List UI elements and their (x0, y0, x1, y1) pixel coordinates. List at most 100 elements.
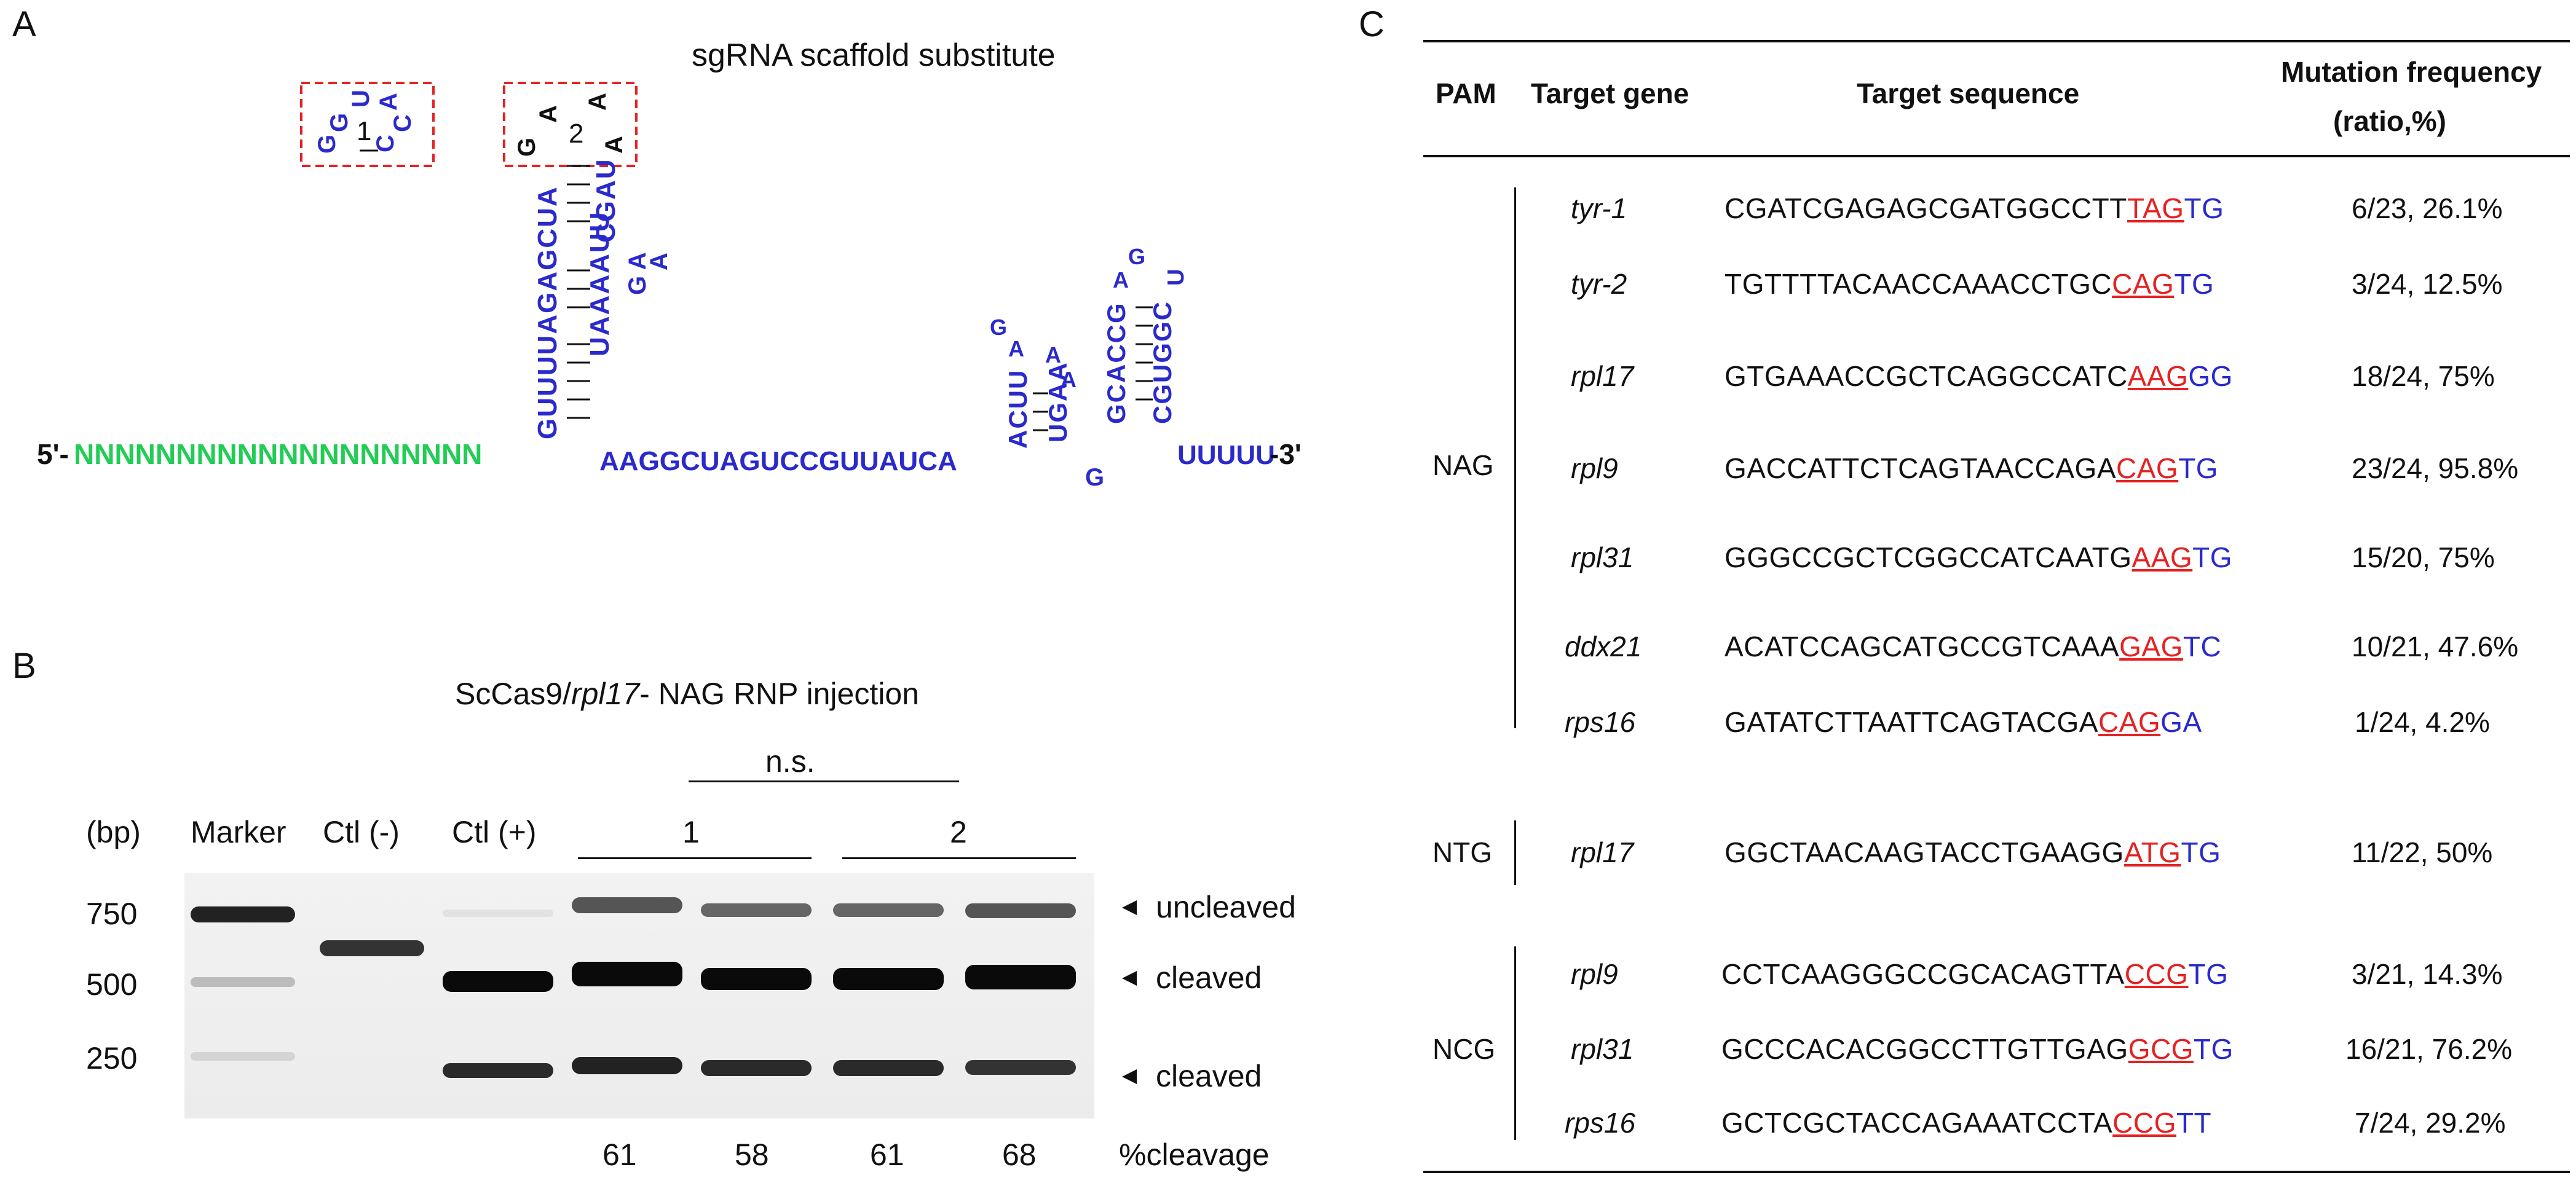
size-tick-500: 500 (86, 967, 138, 1002)
header-target-gene: Target gene (1531, 77, 1689, 109)
table-row-sequence: GGCTAACAAGTACCTGAAGGATGTG (1725, 836, 2221, 868)
header-mutation-frequency: Mutation frequency (2281, 56, 2542, 88)
table-row-gene: rps16 (1565, 1107, 1636, 1139)
bp-label: (bp) (86, 815, 141, 849)
cleavage-value-4: 68 (1002, 1138, 1037, 1172)
table-row-gene: tyr-1 (1571, 192, 1627, 224)
table-row-frequency: 11/22, 50% (2352, 836, 2493, 868)
s1-band-low (572, 1057, 682, 1074)
cleavage-value-2: 58 (735, 1138, 769, 1172)
cleavage-label: %cleavage (1119, 1138, 1270, 1172)
sgrna-structure: G G U A C C 1 G A A A 2 GUUUUAGAGCUA UAA… (37, 82, 1302, 491)
gel-image (184, 873, 1094, 1118)
sgrna-title: sgRNA scaffold substitute (692, 37, 1056, 73)
table-row-gene: rpl17 (1571, 836, 1634, 868)
table-row-gene: rpl31 (1571, 541, 1634, 573)
group-bracket-ntg (1514, 820, 1516, 885)
svg-text:GCACCG: GCACCG (1102, 302, 1131, 424)
lane-label-marker: Marker (191, 815, 286, 849)
band-label-cleaved-1: cleaved (1156, 961, 1262, 995)
group-label-nag: NAG (1432, 449, 1494, 481)
gel-title: ScCas9/rpl17- NAG RNP injection (455, 676, 919, 712)
table-row-frequency: 3/21, 14.3% (2352, 958, 2503, 990)
ctl-pos-band-mid (443, 971, 553, 992)
table-header-rule (1423, 155, 2570, 157)
table-top-rule (1423, 40, 2570, 42)
lane-label-ctl-pos: Ctl (+) (452, 815, 537, 849)
band-label-uncleaved: uncleaved (1156, 890, 1296, 924)
svg-text:UAAAAUU: UAAAAUU (585, 211, 615, 356)
s1-band-top (572, 897, 682, 913)
panel-letter-b: B (12, 646, 36, 686)
table-row-sequence: GACCATTCTCAGTAACCAGACAGTG (1725, 452, 2219, 484)
svg-text:A: A (601, 136, 628, 154)
svg-text:A: A (1061, 367, 1077, 392)
table-row-sequence: ACATCCAGCATGCCGTCAAAGAGTC (1725, 631, 2222, 662)
table-row-frequency: 10/21, 47.6% (2352, 631, 2519, 662)
group-bracket-ncg (1514, 946, 1516, 1140)
svg-text:A: A (1008, 336, 1024, 361)
svg-text:G: G (1128, 244, 1145, 269)
group-bracket-nag (1514, 187, 1516, 728)
arrow-cleaved-1 (1122, 971, 1137, 986)
five-prime-label: 5'- (37, 438, 69, 470)
table-row-gene: rpl9 (1571, 452, 1618, 484)
svg-text:A: A (646, 253, 673, 270)
lane-label-ctl-neg: Ctl (-) (323, 815, 400, 849)
table-row-frequency: 3/24, 12.5% (2352, 268, 2503, 300)
group-label-ntg: NTG (1432, 836, 1493, 868)
group-bar-1 (578, 857, 812, 859)
svg-text:G: G (990, 315, 1007, 340)
marker-band-500 (191, 977, 295, 987)
svg-text:G: G (1085, 464, 1104, 491)
table-row-sequence: GCTCGCTACCAGAAATCCTACCGTT (1721, 1107, 2212, 1139)
svg-text:C: C (389, 114, 416, 132)
ctl-neg-band (320, 940, 424, 956)
table-row-sequence: CCTCAAGGGCCGCACAGTTACCGTG (1721, 958, 2229, 990)
table-row-frequency: 15/20, 75% (2352, 541, 2495, 573)
size-tick-250: 250 (86, 1041, 138, 1075)
svg-text:A: A (584, 93, 611, 111)
loop-1-number: 1 (357, 116, 371, 146)
table-row-frequency: 7/24, 29.2% (2355, 1107, 2506, 1139)
svg-text:A: A (1113, 267, 1129, 293)
group-label-1: 1 (682, 815, 700, 849)
table-row-sequence: CGATCGAGAGCGATGGCCTTTAGTG (1725, 192, 2224, 224)
svg-text:A: A (1045, 342, 1061, 368)
svg-text:A: A (535, 105, 562, 123)
s3-band-mid (833, 968, 944, 990)
svg-text:U: U (1163, 269, 1189, 286)
header-pam: PAM (1436, 77, 1496, 109)
group-label-2: 2 (950, 815, 967, 849)
s4-band-mid (965, 965, 1076, 989)
gel-title-suffix: - NAG RNP injection (639, 677, 919, 711)
svg-text:G: G (513, 138, 540, 157)
panel-letter-a: A (12, 4, 36, 44)
ctl-pos-band-low (443, 1063, 553, 1078)
s3-band-low (833, 1060, 944, 1076)
band-label-cleaved-2: cleaved (1156, 1059, 1262, 1093)
table-row-gene: ddx21 (1565, 631, 1642, 662)
table-row-gene: rpl31 (1571, 1033, 1634, 1065)
table-row-sequence: GGGCCGCTCGGCCATCAATGAAGTG (1725, 541, 2233, 573)
linker-sequence: AAGGCUAGUCCGUUAUCA (599, 446, 957, 476)
s2-band-low (701, 1060, 812, 1076)
header-ratio: (ratio,%) (2333, 105, 2446, 137)
three-prime-label: -3' (1270, 438, 1302, 470)
header-target-sequence: Target sequence (1857, 77, 2080, 109)
spacer-sequence: NNNNNNNNNNNNNNNNNNNN (74, 438, 482, 470)
gel-title-prefix: ScCas9/ (455, 677, 571, 711)
ctl-pos-band-top (443, 910, 553, 917)
svg-text:G: G (314, 135, 341, 154)
ns-label: n.s. (765, 744, 815, 779)
marker-band-750 (191, 906, 295, 922)
svg-text:GUUUUAGAGCUA: GUUUUAGAGCUA (532, 186, 563, 439)
svg-text:G: G (326, 113, 353, 132)
arrow-cleaved-2 (1122, 1069, 1137, 1084)
table-row-gene: rpl9 (1571, 958, 1618, 990)
cleavage-value-3: 61 (870, 1138, 904, 1172)
ns-bar (689, 780, 959, 782)
table-row-gene: tyr-2 (1571, 268, 1627, 300)
table-row-sequence: TGTTTTACAACCAAACCTGCCAGTG (1725, 268, 2214, 300)
size-tick-750: 750 (86, 897, 138, 931)
